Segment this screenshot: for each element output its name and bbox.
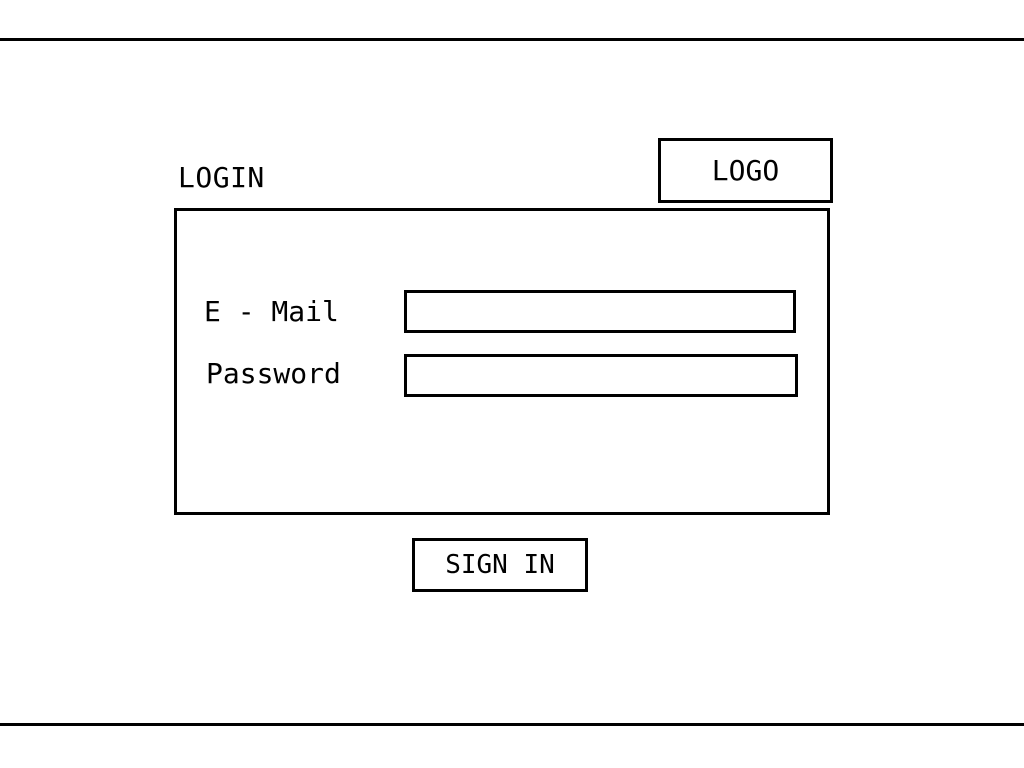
- bottom-divider: [0, 723, 1024, 726]
- sign-in-button[interactable]: SIGN IN: [412, 538, 588, 592]
- password-label: Password: [206, 357, 341, 390]
- password-field[interactable]: [404, 354, 798, 397]
- logo: LOGO: [658, 138, 833, 203]
- email-label: E - Mail: [204, 295, 339, 328]
- email-field[interactable]: [404, 290, 796, 333]
- login-form-panel: [174, 208, 830, 515]
- top-divider: [0, 38, 1024, 41]
- logo-text: LOGO: [711, 154, 780, 187]
- page-title: LOGIN: [178, 161, 265, 194]
